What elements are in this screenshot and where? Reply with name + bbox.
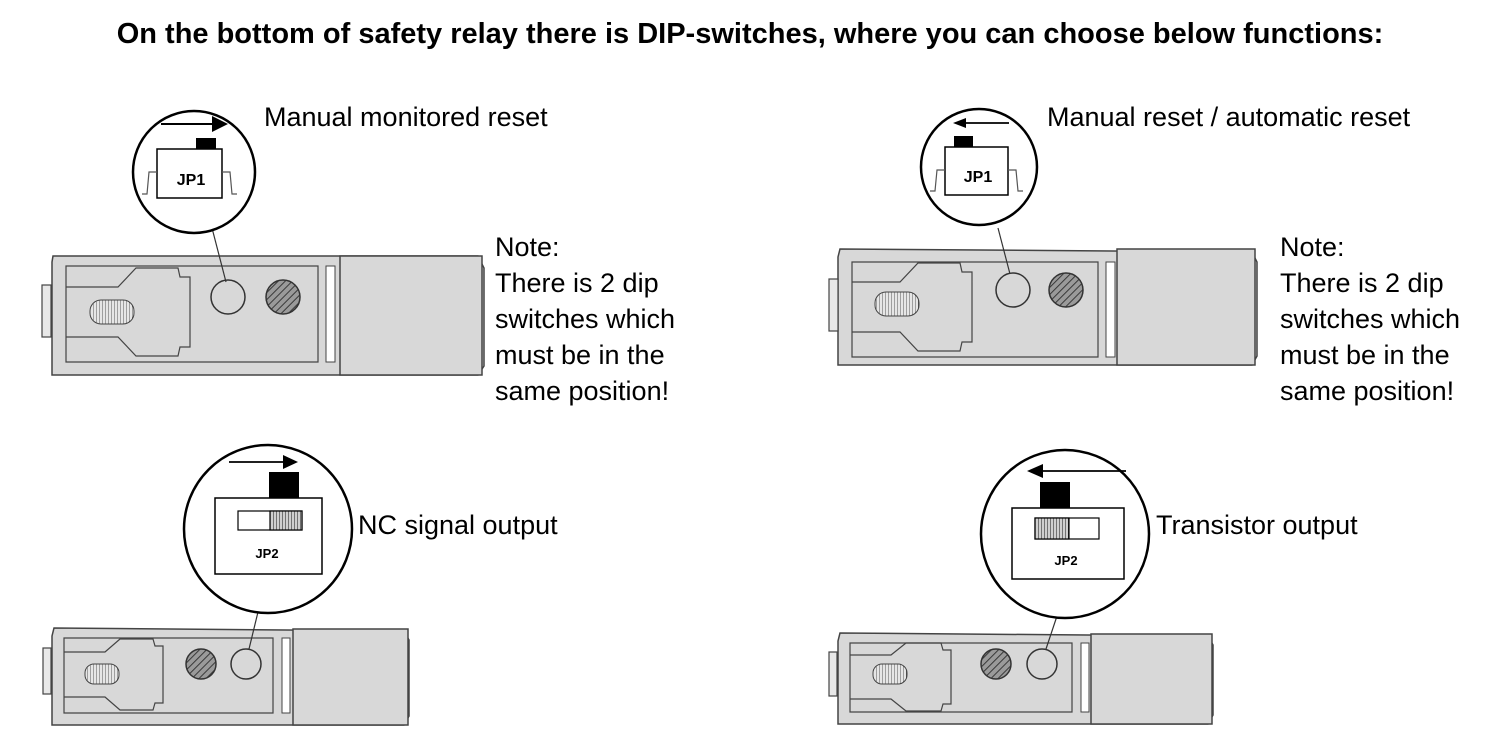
- note-line: There is 2 dip: [495, 268, 659, 298]
- zoom-circle-transistor-output: JP2: [979, 448, 1151, 620]
- label-manual-automatic-reset: Manual reset / automatic reset: [1047, 102, 1411, 132]
- note-line: must be in the: [495, 340, 665, 370]
- note-line: must be in the: [1280, 340, 1450, 370]
- note-line: same position!: [495, 376, 670, 406]
- relay-body-manual-auto: [828, 248, 1258, 366]
- switch-label-transistor-output: JP2: [1054, 553, 1077, 568]
- switch-label-nc-output: JP2: [255, 546, 278, 561]
- note-line: Note:: [1280, 232, 1345, 262]
- switch-label-manual-monitored: JP1: [177, 172, 206, 189]
- zoom-circle-nc-output: JP2: [182, 443, 354, 615]
- note-line: There is 2 dip: [1280, 268, 1444, 298]
- relay-body-nc-output: [42, 627, 410, 726]
- relay-body-manual-monitored: [41, 255, 485, 376]
- label-nc-signal-output: NC signal output: [358, 510, 558, 540]
- label-manual-monitored-reset: Manual monitored reset: [264, 102, 548, 132]
- leader-line: [211, 227, 227, 283]
- switch-label-manual-auto: JP1: [964, 169, 993, 186]
- zoom-circle-manual-monitored: JP1: [131, 109, 257, 235]
- note-line: switches which: [1280, 304, 1461, 334]
- note-line: switches which: [495, 304, 676, 334]
- leader-line: [1045, 612, 1059, 650]
- leader-line: [997, 227, 1011, 275]
- page-title: On the bottom of safety relay there is D…: [116, 18, 1384, 50]
- note-line: same position!: [1280, 376, 1455, 406]
- leader-line: [248, 611, 259, 650]
- zoom-circle-manual-auto: JP1: [919, 107, 1039, 227]
- note-right: Note: There is 2 dip switches which must…: [1280, 229, 1460, 409]
- relay-body-transistor-output: [828, 632, 1214, 725]
- note-line: Note:: [495, 232, 560, 262]
- note-left: Note: There is 2 dip switches which must…: [495, 229, 675, 409]
- label-transistor-output: Transistor output: [1156, 510, 1358, 540]
